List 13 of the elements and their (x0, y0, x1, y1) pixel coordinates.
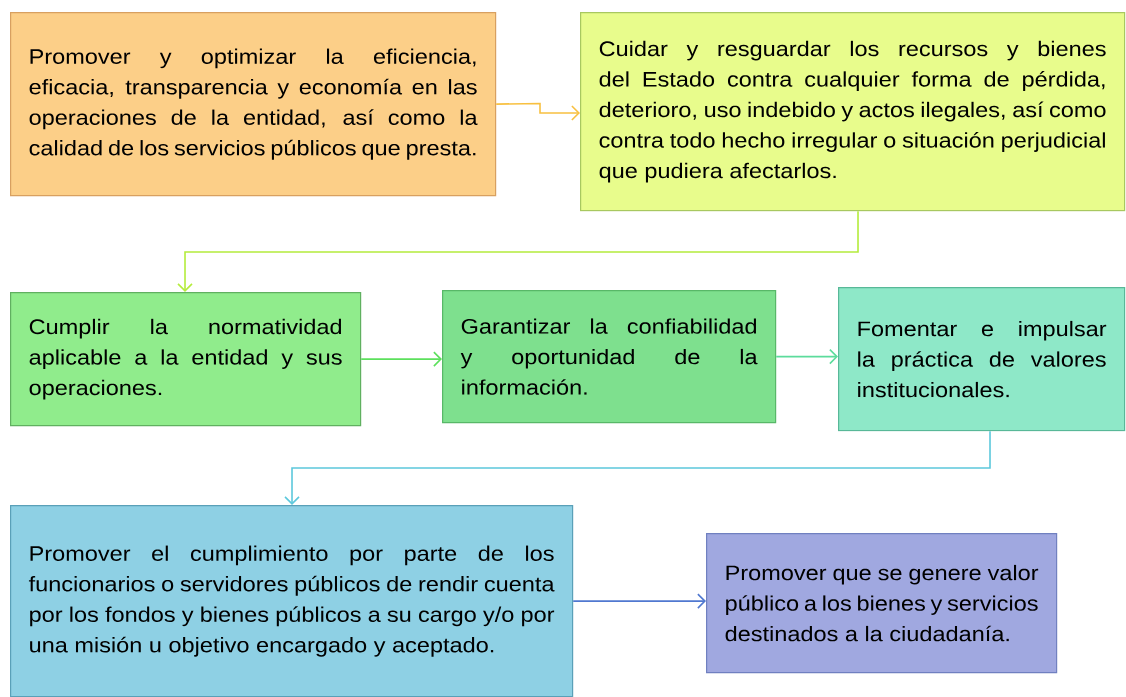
text-box: Garantizar la confiabilidad y oportunidad de la información. (442, 290, 777, 424)
text-box: Cuidar y resguardar los recursos y bienes del Estado contra cualquier forma de pérdida, deterioro, uso indebido y actos ilegales, así como contra todo hecho irregular o situación perjudicial que pudiera afectarlos. (580, 12, 1126, 212)
arrow (360, 351, 442, 367)
text-box: Promover y optimizar la eficiencia, eficacia, transparencia y economía en las operaciones de la entidad, así como la calidad de los servicios públicos que presta. (10, 12, 497, 197)
text-box: Promover que se genere valor público a los bienes y servicios destinados a la ciudadanía. (706, 533, 1058, 674)
arrow (572, 593, 706, 609)
arrow (775, 348, 838, 365)
arrow (284, 430, 991, 505)
arrow (495, 102, 580, 121)
text-box: Cumplir la normatividad aplicable a la entidad y sus operaciones. (10, 292, 362, 427)
text-box: Promover el cumplimiento por parte de los funcionarios o servidores públicos de rendir cuenta por los fondos y bienes públicos a su cargo y/o por una misión u objetivo encargado y aceptado. (10, 505, 574, 697)
text-box: Fomentar e impulsar la práctica de valores institucionales. (838, 287, 1126, 432)
arrow (177, 210, 859, 292)
